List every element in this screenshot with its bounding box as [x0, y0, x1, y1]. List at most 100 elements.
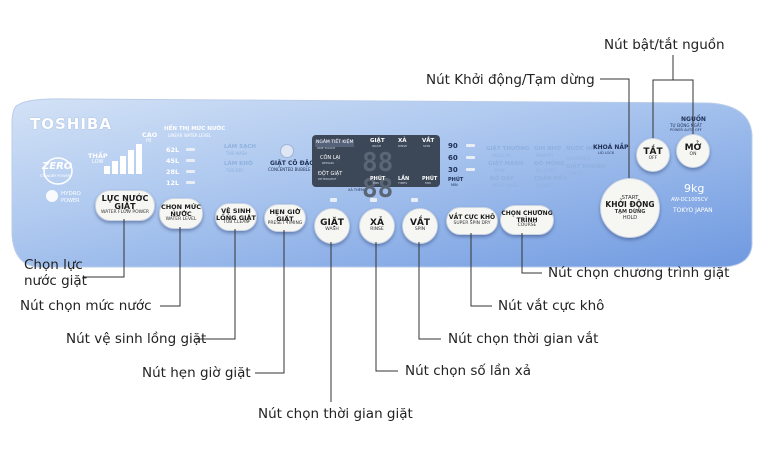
super-spin-dry-button[interactable]: VẮT CỰC KHÔ SUPER SPIN DRY: [446, 207, 498, 235]
flow-high-sub: HI: [146, 138, 152, 144]
start-pause-button[interactable]: START KHỞI ĐỘNG TẠM DỪNG HOLD: [600, 178, 660, 238]
program-fragrance: NƯỚC NÓNG: [566, 146, 605, 152]
rinse-button-sub: RINSE: [370, 227, 384, 233]
power-on-button[interactable]: MỞ ON: [676, 134, 710, 168]
spin-time-60: 60: [448, 154, 458, 162]
display-spin-label: VẮT: [422, 138, 435, 144]
tub-clean-label: VỆ SINH LỒNG GIẶT: [216, 206, 256, 222]
display-label-onetouch: NGÂM TIẾT KIỆM: [315, 140, 355, 147]
program-regular-sub: REGULAR: [492, 153, 512, 158]
program-heavy-sub: HEAVY WASH: [492, 183, 519, 188]
program-blanket-sub: BLANKET: [536, 183, 555, 188]
spin-time-callout-line: [418, 242, 441, 340]
tub-wash-label: LÀM SẠCH: [224, 144, 257, 150]
tub-clean-button[interactable]: VỆ SINH LỒNG GIẶT TUB CLEAN: [215, 203, 257, 231]
hydro-power-logo: [46, 190, 58, 202]
tub-clean-callout-line: [196, 229, 236, 340]
callout-water-power: Chọn lực nước giặt: [24, 257, 87, 289]
start-callout-line: [600, 78, 630, 178]
display-spinmin-label: PHÚT: [422, 176, 438, 182]
detergent-indicator: [280, 144, 294, 158]
display-wash-label: GIẶT: [370, 138, 385, 144]
wash-button[interactable]: GIẶT WASH: [314, 208, 350, 244]
spin-button-sub: SPIN: [414, 227, 426, 233]
zero-label: ZERO: [42, 161, 73, 172]
display-min-label: PHÚT: [370, 176, 386, 182]
display-times-sub: TIMES: [398, 181, 408, 185]
display-label-remain: CÔN LẠI: [320, 155, 341, 161]
model-capacity: 9kg: [684, 182, 705, 195]
preset-timer-sub: PRESET TIMING: [267, 221, 303, 227]
display-min-sub: MIN: [373, 181, 379, 185]
rinse-indicator: [370, 198, 377, 202]
zero-sub: STANDBY POWER: [40, 174, 71, 178]
power-off-sub: OFF: [648, 156, 658, 162]
hydro-sub: POWER: [61, 198, 80, 204]
callout-rinse-count: Nút chọn số lần xả: [405, 363, 532, 379]
model-code: AW-DC1005CV: [671, 197, 708, 203]
water-level-button[interactable]: CHỌN MỨC NƯỚC WATER LEVEL: [159, 198, 203, 229]
rinse-callout-line: [375, 242, 398, 372]
lid-lock-sub: LID LOCK: [598, 151, 615, 155]
water-level-28: 28L: [166, 168, 180, 176]
program-memory: GHI NHỚ: [534, 146, 562, 152]
water-flow-power-button[interactable]: LỰC NƯỚC GIẶT WATER FLOW POWER: [95, 190, 155, 221]
water-level-label: CHỌN MỨC NƯỚC: [160, 203, 202, 219]
power-callout-bracket: [652, 79, 694, 138]
hydro-label: HYDRO: [61, 191, 81, 197]
rinse-button-label: XẢ: [370, 217, 384, 228]
course-select-label: CHỌN CHƯƠNG TRÌNH: [501, 210, 553, 224]
spin-time-indicator: [466, 156, 475, 159]
callout-power: Nút bật/tắt nguồn: [604, 37, 725, 53]
course-select-button[interactable]: CHỌN CHƯƠNG TRÌNH COURSE: [500, 205, 554, 235]
display-digits: 88 88: [362, 148, 394, 204]
course-callout-line: [521, 233, 542, 274]
start-top-label: START: [621, 194, 639, 201]
preset-timer-button[interactable]: HẸN GIỜ GIẶT PRESET TIMING: [264, 204, 306, 232]
rinse-button[interactable]: XẢ RINSE: [359, 208, 395, 244]
program-soak: GIẶT MẠNH: [488, 161, 524, 167]
power-on-sub: ON: [689, 152, 697, 158]
tub-clean-sub: TUB CLEAN: [223, 220, 249, 226]
power-off-button[interactable]: TẮT OFF: [636, 138, 670, 172]
hold-label: HOLD: [622, 214, 638, 221]
program-blanket: CHĂN MỀN: [534, 176, 568, 182]
callout-super-dry: Nút vắt cực khô: [498, 298, 605, 314]
display-rinse-sub: RINSE: [398, 144, 408, 148]
program-speed-sub: SPEED: [570, 171, 584, 176]
power-on-label: MỞ: [684, 142, 702, 153]
flow-high-label: CAO: [142, 131, 158, 139]
detergent-label: GIẶT CÔ ĐẶC: [270, 160, 314, 167]
water-level-title: HỂN THỊ MỨC NƯỚC: [164, 126, 226, 132]
level-indicator: [186, 159, 195, 162]
spin-indicator: [411, 198, 418, 202]
water-level-sub: LINEAR WATER LEVEL: [168, 133, 212, 138]
program-fragrance-sub: FRAGRANCE: [566, 156, 591, 161]
level-indicator: [186, 148, 195, 151]
spin-time-30: 30: [448, 166, 458, 174]
display-rinse-label: XẢ: [398, 138, 407, 144]
display-sub-remain: REMAIN: [322, 161, 334, 165]
flow-bar: [136, 144, 142, 174]
course-select-sub: COURSE: [517, 222, 537, 228]
water-level-callout-line: [160, 227, 181, 307]
water-level-sub: WATER LEVEL: [165, 216, 197, 222]
tub-dry-sub: TUB DRY: [226, 168, 244, 173]
spin-time-indicator: [466, 144, 475, 147]
detergent-sub: CONCENTED BUBBLE: [268, 167, 311, 172]
level-indicator: [186, 181, 195, 184]
callout-tub-clean: Nút vệ sinh lồng giặt: [66, 331, 207, 347]
program-delicate: ĐỒ MỎNG: [534, 161, 565, 167]
callout-course: Nút chọn chương trình giặt: [548, 265, 730, 281]
program-heavy: ĐỒ DÀY: [490, 176, 514, 182]
display-wash-sub: WASH: [372, 144, 382, 148]
flow-low-sub: LOW: [92, 159, 104, 165]
zero-standby-logo: [43, 157, 73, 185]
water-flow-power-sub: WATER FLOW POWER: [100, 210, 150, 216]
super-dry-callout-line: [470, 233, 492, 307]
program-soak-sub: SOAK: [494, 168, 505, 173]
spin-button[interactable]: VẮT SPIN: [402, 208, 438, 244]
callout-timer: Nút hẹn giờ giặt: [142, 365, 251, 381]
super-spin-dry-sub: SUPER SPIN DRY: [453, 220, 491, 226]
